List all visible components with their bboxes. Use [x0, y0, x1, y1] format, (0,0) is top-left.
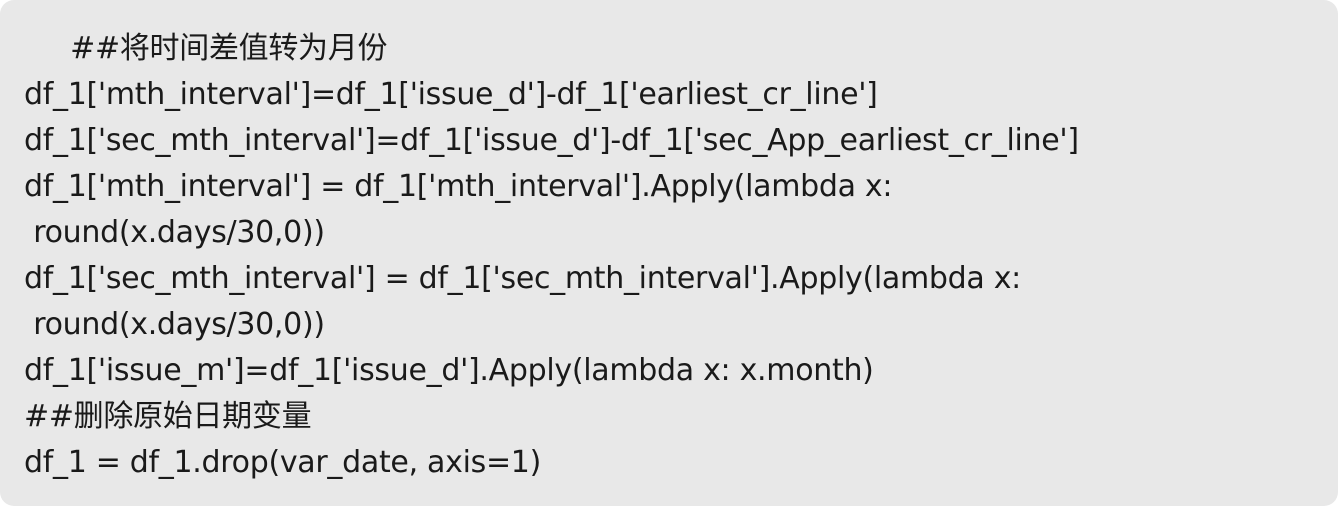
code-line-sec-mth-interval-diff: df_1['sec_mth_interval']=df_1['issue_d']… [24, 123, 1079, 158]
code-line-drop-var-date: df_1 = df_1.drop(var_date, axis=1) [24, 445, 541, 480]
code-line-sec-mth-interval-apply: df_1['sec_mth_interval'] = df_1['sec_mth… [24, 261, 1021, 296]
code-line-mth-interval-apply: df_1['mth_interval'] = df_1['mth_interva… [24, 169, 893, 204]
code-line-mth-interval-round: round(x.days/30,0)) [24, 215, 325, 250]
code-line-comment-convert-months: ##将时间差值转为月份 [24, 31, 388, 66]
code-line-issue-month: df_1['issue_m']=df_1['issue_d'].Apply(la… [24, 353, 874, 388]
code-line-mth-interval-diff: df_1['mth_interval']=df_1['issue_d']-df_… [24, 77, 878, 112]
code-line-comment-drop-dates: ##删除原始日期变量 [24, 399, 312, 434]
code-line-sec-mth-interval-round: round(x.days/30,0)) [24, 307, 325, 342]
